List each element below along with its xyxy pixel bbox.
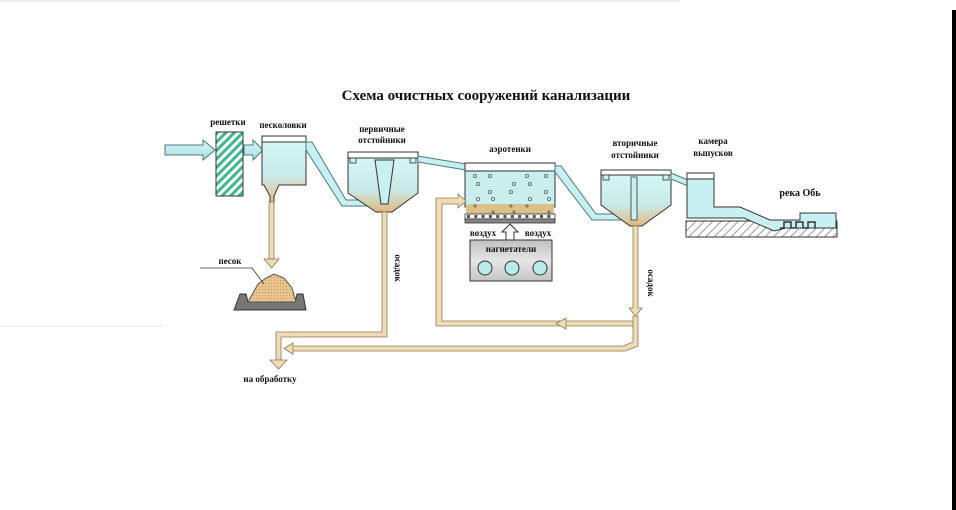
sand-down-arrow [263, 201, 280, 269]
right-edge-bar [952, 10, 956, 510]
diffuser [503, 215, 507, 218]
return-sludge-pipe [435, 193, 634, 330]
blowers [469, 239, 553, 282]
diffuser [496, 215, 500, 218]
air-bubbles [467, 174, 551, 218]
air-bubble [488, 174, 492, 178]
label-air-left: воздух [470, 228, 497, 238]
label-outlet-line1: камера [698, 136, 728, 146]
label-secondary-line2: отстойники [611, 150, 659, 160]
air-bubble [473, 204, 477, 208]
air-bubble [525, 204, 529, 208]
air-bubble [491, 197, 495, 201]
air-bubble [528, 197, 532, 201]
sludge-pipe-primary [275, 211, 388, 361]
diffuser [518, 215, 522, 218]
air-bubble [544, 174, 548, 178]
label-sludge-secondary: осадок [646, 269, 656, 297]
air-bubble [544, 190, 548, 194]
screens [215, 131, 244, 197]
label-blowers: нагнетатели [486, 244, 536, 254]
label-primary-line2: отстойники [358, 135, 406, 145]
air-bubble [476, 197, 480, 201]
diffuser [540, 215, 543, 218]
air-bubble [528, 182, 532, 186]
sludge-pipe-secondary [283, 225, 643, 355]
pipe-primary-to-aerotank [417, 155, 467, 171]
diffuser [532, 215, 536, 218]
air-bubble [512, 210, 516, 214]
air-bubble [491, 210, 495, 214]
aerotank [464, 162, 556, 224]
inlet-arrow [164, 138, 216, 162]
top-border-line [0, 0, 680, 2]
label-sludge-primary: осадок [393, 254, 403, 282]
blower-2-icon [504, 260, 520, 276]
diffuser [474, 215, 478, 218]
to-treatment-arrow [269, 359, 288, 370]
label-aerotanks: аэротенки [489, 144, 531, 154]
label-sand-traps: песколовки [259, 120, 306, 130]
arrow-screens-to-sandtrap [243, 138, 264, 162]
pipe-secondary-to-outlet [670, 172, 689, 187]
air-bubble [473, 174, 477, 178]
diffuser [547, 215, 551, 218]
diffuser [488, 215, 492, 218]
air-bubble [512, 182, 516, 186]
diffuser [525, 215, 529, 218]
label-secondary-line1: вторичные [613, 138, 658, 148]
air-bubble [547, 197, 551, 201]
blower-3-icon [532, 260, 548, 276]
diffuser [510, 215, 514, 218]
air-bubble [547, 210, 551, 214]
sand-pile [200, 267, 307, 311]
air-bubble [509, 190, 513, 194]
label-screens: решетки [210, 117, 245, 127]
diffuser [481, 215, 485, 218]
label-outlet-line2: выпусков [693, 148, 733, 158]
air-bubble [509, 204, 513, 208]
sand-trap [261, 135, 307, 203]
diagram-title: Схема очистных сооружений канализации [342, 88, 631, 104]
diffuser [467, 215, 470, 218]
label-sand: песок [219, 256, 243, 266]
outlet-chamber [685, 172, 838, 238]
label-primary-line1: первичные [359, 124, 405, 134]
label-to-treatment: на обработку [243, 374, 297, 384]
air-bubble [525, 174, 529, 178]
air-bubble [488, 190, 492, 194]
air-bubble [476, 182, 480, 186]
blower-1-icon [477, 260, 493, 276]
label-river: река Обь [779, 188, 821, 199]
label-air-right: воздух [525, 228, 552, 238]
air-supply-arrow [500, 223, 520, 241]
left-guide-line [0, 326, 163, 327]
